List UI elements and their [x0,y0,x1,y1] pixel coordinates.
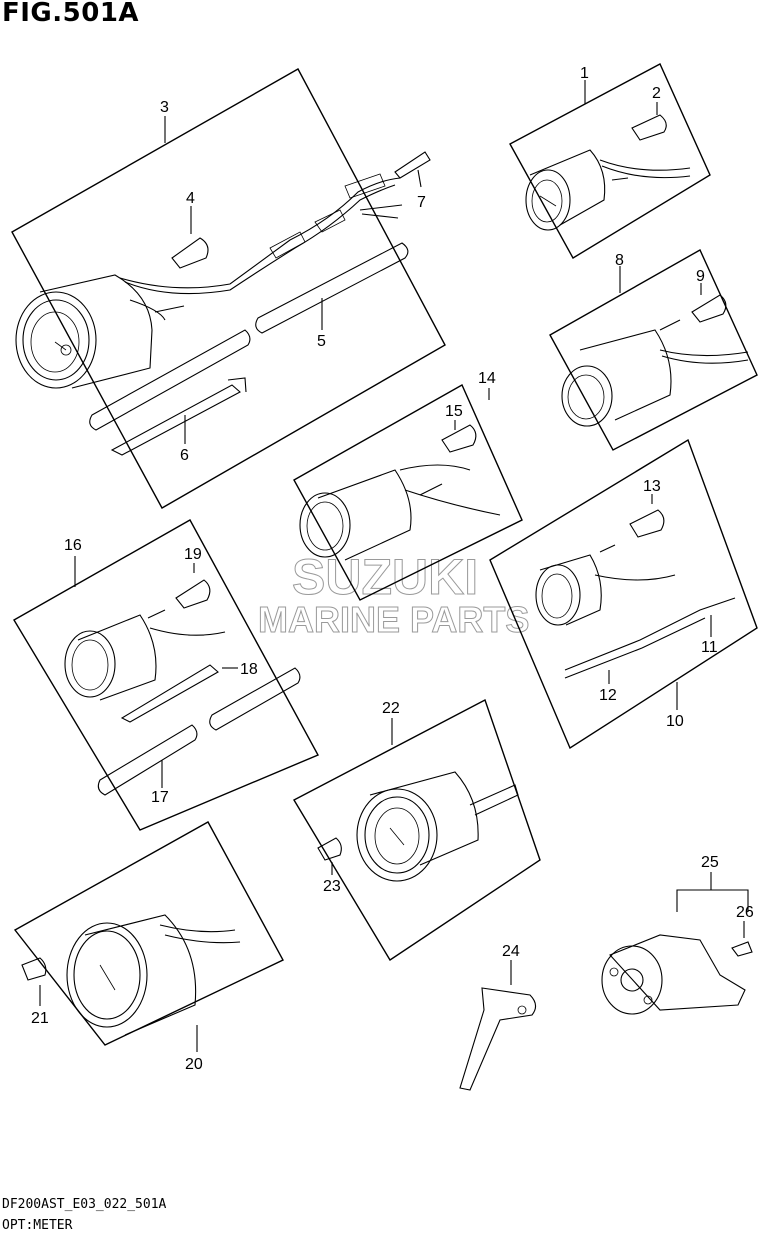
kit-14 [293,384,523,601]
kit-20-frame [13,821,284,1046]
callout-13: 13 [643,478,661,495]
watermark: SUZUKI MARINE PARTS [258,549,530,641]
kit-3-frame [11,68,446,509]
part-25 [601,872,753,1015]
gauge-3 [15,274,185,389]
callout-14: 14 [478,370,496,387]
kit-8 [549,249,758,451]
kit-3 [11,68,446,509]
watermark-sub: MARINE PARTS [258,599,529,640]
callout-6: 6 [180,447,189,464]
callout-7: 7 [417,194,426,211]
kit-8-frame [549,249,758,451]
callout-labels: 1 2 3 4 5 6 7 8 9 10 11 12 13 14 15 16 1… [31,65,754,1073]
callout-21: 21 [31,1010,49,1027]
kit-20 [13,821,284,1052]
callout-3: 3 [160,99,169,116]
callout-23: 23 [323,878,341,895]
callout-12: 12 [599,687,617,704]
watermark-brand: SUZUKI [292,549,478,605]
callout-17: 17 [151,789,169,806]
callout-22: 22 [382,700,400,717]
callout-15: 15 [445,403,463,420]
callout-4: 4 [186,190,195,207]
callout-1: 1 [580,65,589,82]
kit-1-frame [509,63,711,259]
kit-16-frame [13,519,319,831]
callout-5: 5 [317,333,326,350]
callout-11: 11 [701,639,718,656]
kit-10-frame [489,438,758,750]
callout-20: 20 [185,1056,203,1073]
callout-9: 9 [696,268,705,285]
figure-title: FIG.501A [2,0,140,28]
kit-22 [293,699,541,961]
callout-18: 18 [240,661,258,678]
callout-19: 19 [184,546,202,563]
callout-10: 10 [666,713,684,730]
kit-16 [13,519,319,831]
diagram-subtitle: OPT:METER [2,1218,73,1233]
part-24 [459,960,537,1091]
kit-22-frame [293,699,541,961]
diagram-code: DF200AST_E03_022_501A [2,1197,167,1212]
callout-24: 24 [502,943,520,960]
callout-25: 25 [701,854,719,871]
kit-1 [509,63,711,259]
callout-8: 8 [615,252,624,269]
kit-10 [489,438,758,750]
kit-14-frame [293,384,523,601]
callout-16: 16 [64,537,82,554]
callout-26: 26 [736,904,754,921]
callout-2: 2 [652,85,661,102]
